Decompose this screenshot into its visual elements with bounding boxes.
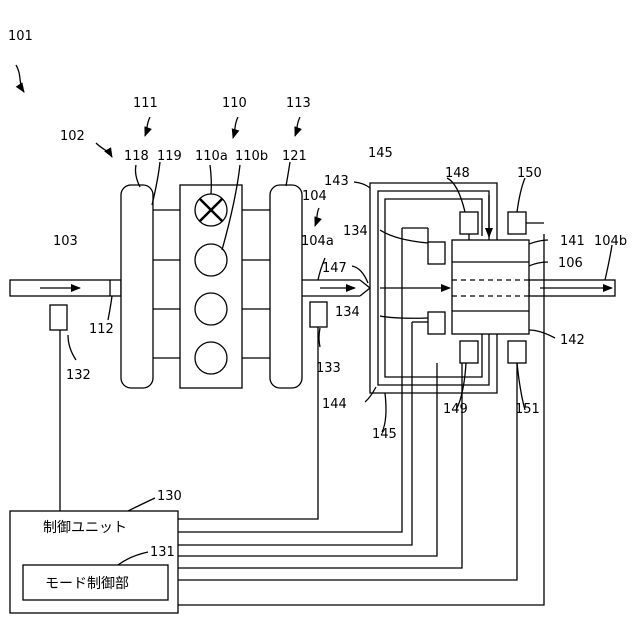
label-104b: 104b xyxy=(594,234,627,249)
label-121: 121 xyxy=(282,149,307,164)
sensor-148 xyxy=(460,212,478,234)
intake-manifold-118 xyxy=(121,185,153,388)
label-134-upper: 134 xyxy=(343,224,368,239)
label-110a: 110a xyxy=(195,149,228,164)
label-133: 133 xyxy=(316,361,341,376)
catalyst-106 xyxy=(452,240,529,334)
label-110b: 110b xyxy=(235,149,268,164)
label-144: 144 xyxy=(322,397,347,412)
label-143: 143 xyxy=(324,174,349,189)
label-103: 103 xyxy=(53,234,78,249)
label-130: 130 xyxy=(157,489,182,504)
label-101: 101 xyxy=(8,29,33,44)
label-148: 148 xyxy=(445,166,470,181)
sensor-151 xyxy=(508,341,526,363)
label-104: 104 xyxy=(302,189,327,204)
label-145-bottom: 145 xyxy=(372,427,397,442)
label-150: 150 xyxy=(517,166,542,181)
label-145-top: 145 xyxy=(368,146,393,161)
cylinder-4 xyxy=(195,342,227,374)
label-119: 119 xyxy=(157,149,182,164)
label-141: 141 xyxy=(560,234,585,249)
label-134-lower: 134 xyxy=(335,305,360,320)
cylinder-110a-deactivated xyxy=(195,194,227,226)
sensor-132 xyxy=(50,305,67,330)
label-151: 151 xyxy=(515,402,540,417)
mode-control-label: モード制御部 xyxy=(45,576,129,592)
label-102: 102 xyxy=(60,129,85,144)
label-113: 113 xyxy=(286,96,311,111)
sensor-150 xyxy=(508,212,526,234)
exhaust-manifold-121 xyxy=(270,185,302,388)
label-142: 142 xyxy=(560,333,585,348)
label-149: 149 xyxy=(443,402,468,417)
label-104a: 104a xyxy=(301,234,334,249)
sensor-134-upper xyxy=(428,242,445,264)
sensor-133 xyxy=(310,302,327,327)
label-110: 110 xyxy=(222,96,247,111)
label-111: 111 xyxy=(133,96,158,111)
control-unit-title: 制御ユニット xyxy=(43,520,127,536)
cylinder-3 xyxy=(195,293,227,325)
label-147: 147 xyxy=(322,261,347,276)
label-112: 112 xyxy=(89,322,114,337)
label-131: 131 xyxy=(150,545,175,560)
exhaust-runners xyxy=(242,210,270,358)
label-132: 132 xyxy=(66,368,91,383)
intake-runners-119 xyxy=(153,210,180,358)
label-106: 106 xyxy=(558,256,583,271)
sensor-134-lower xyxy=(428,312,445,334)
sensor-149 xyxy=(460,341,478,363)
label-118: 118 xyxy=(124,149,149,164)
